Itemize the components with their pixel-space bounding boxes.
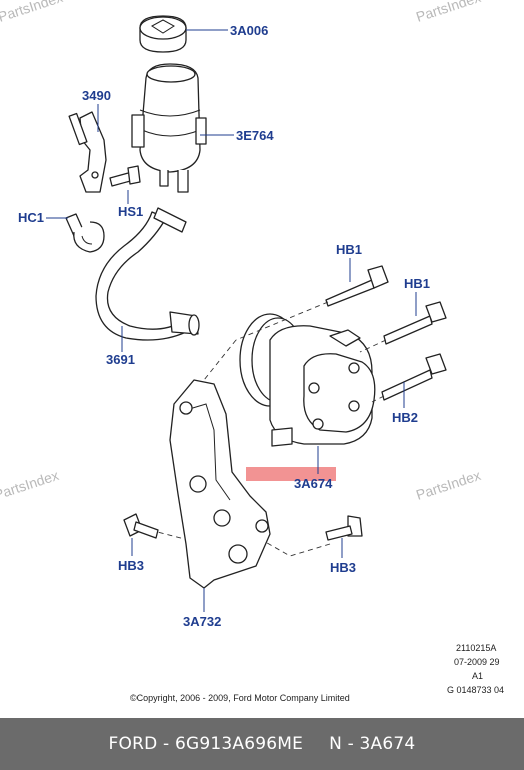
callout-3a732: 3A732 xyxy=(183,614,221,629)
hose-clip-hc1 xyxy=(65,213,105,253)
fluid-reservoir xyxy=(131,63,207,193)
copyright-notice: ©Copyright, 2006 - 2009, Ford Motor Comp… xyxy=(130,693,350,703)
guide-hb1-lower xyxy=(359,339,387,353)
bolt-hb3-left xyxy=(123,513,159,539)
guide-hb3-right xyxy=(261,539,331,557)
parts-diagram: PartsIndex PartsIndex PartsIndex PartsIn… xyxy=(0,0,504,703)
guide-hb1-upper xyxy=(235,301,329,341)
bolt-hb1-lower xyxy=(383,301,447,345)
footer-diagram-number: N - 3A674 xyxy=(329,734,416,754)
meta-ref: G 0148733 04 xyxy=(447,685,504,695)
callout-3a674: 3A674 xyxy=(294,476,333,491)
bolt-hb3-right xyxy=(325,515,363,541)
callout-3691: 3691 xyxy=(106,352,135,367)
callout-hs1: HS1 xyxy=(118,204,143,219)
power-steering-pump xyxy=(269,325,376,447)
pump-highlight xyxy=(246,467,336,481)
callout-hb3-right: HB3 xyxy=(330,560,356,575)
callout-hb1-upper: HB1 xyxy=(336,242,362,257)
return-hose xyxy=(95,207,200,341)
bolt-hb1-upper xyxy=(325,265,389,307)
reservoir-cap xyxy=(139,15,187,53)
bolt-hb2 xyxy=(381,353,447,401)
bolt-hs1 xyxy=(109,165,141,187)
callout-hb1-lower: HB1 xyxy=(404,276,430,291)
callout-3e764: 3E764 xyxy=(236,128,274,143)
footer-part-number: FORD - 6G913A696ME xyxy=(108,734,304,754)
callout-3490: 3490 xyxy=(82,88,111,103)
watermark-top-right: PartsIndex xyxy=(414,0,483,25)
meta-code: 2110215A xyxy=(456,643,496,653)
callout-hb3-left: HB3 xyxy=(118,558,144,573)
pump-mounting-bracket xyxy=(169,379,271,589)
small-bracket xyxy=(68,111,107,193)
part-number-footer: FORD - 6G913A696ME N - 3A674 xyxy=(0,718,524,770)
guide-hb2 xyxy=(371,395,385,403)
meta-date: 07-2009 29 xyxy=(454,657,500,667)
watermark-mid-right: PartsIndex xyxy=(414,467,483,503)
callout-hc1: HC1 xyxy=(18,210,44,225)
callout-hb2: HB2 xyxy=(392,410,418,425)
callout-3a006: 3A006 xyxy=(230,23,268,38)
diagram-canvas: PartsIndex PartsIndex PartsIndex PartsIn… xyxy=(0,0,504,703)
meta-rev: A1 xyxy=(472,671,483,681)
watermark-top-left: PartsIndex xyxy=(0,0,65,25)
watermark-mid-left: PartsIndex xyxy=(0,467,61,503)
